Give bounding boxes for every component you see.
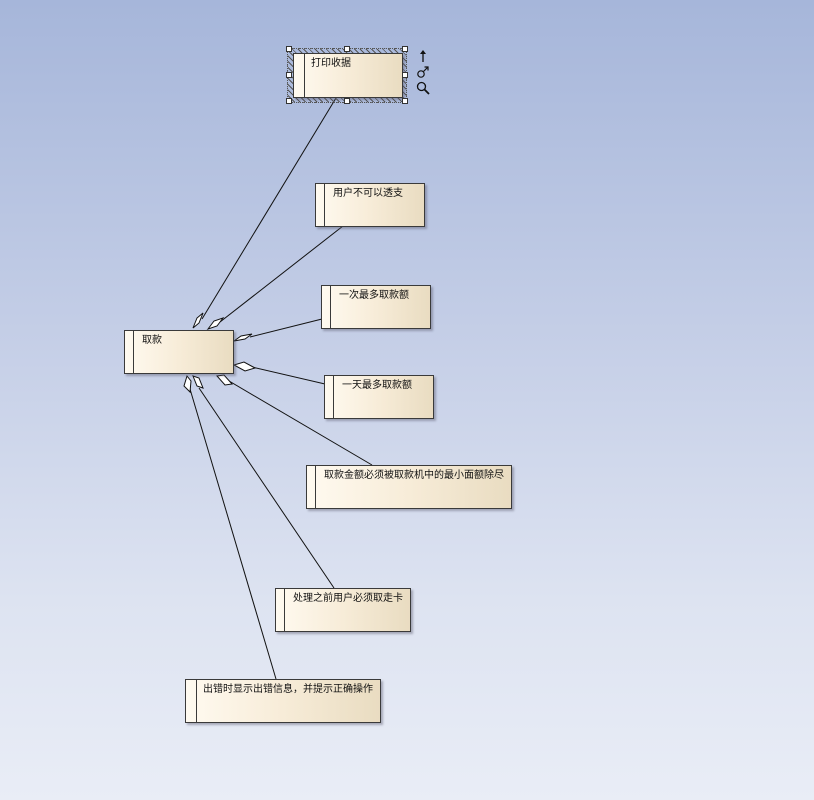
arrow-up-icon[interactable] [416,49,430,63]
connector-r7[interactable] [189,388,277,680]
connector-r2[interactable] [219,225,344,323]
requirement-label: 处理之前用户必须取走卡 [293,593,403,604]
element-bar [304,54,305,97]
requirement-r5[interactable]: 取款金额必须被取款机中的最小面额除尽 [306,465,512,509]
requirement-label: 一次最多取款额 [339,290,409,301]
requirement-r1[interactable]: 打印收据 [293,53,403,98]
requirement-r4[interactable]: 一天最多取款额 [324,375,434,419]
zoom-icon[interactable] [416,81,430,95]
connector-r1[interactable] [201,97,337,320]
requirement-label: 一天最多取款额 [342,380,412,391]
requirement-r3[interactable]: 一次最多取款额 [321,285,431,329]
resize-handle-s[interactable] [344,98,350,104]
requirement-label: 用户不可以透支 [333,188,403,199]
resize-handle-nw[interactable] [286,46,292,52]
requirement-r6[interactable]: 处理之前用户必须取走卡 [275,588,411,632]
requirement-label: 取款金额必须被取款机中的最小面额除尽 [324,470,504,481]
element-bar [330,286,331,328]
diamond-r5 [216,374,233,386]
requirement-r2[interactable]: 用户不可以透支 [315,183,425,227]
resize-handle-e[interactable] [402,72,408,78]
resize-handle-ne[interactable] [402,46,408,52]
connector-r5[interactable] [228,380,373,466]
diamond-r2 [206,317,225,330]
element-bar [196,680,197,722]
resize-handle-sw[interactable] [286,98,292,104]
central-label: 取款 [142,335,162,346]
diamond-r4 [232,361,257,372]
connector-r3[interactable] [249,318,323,338]
element-bar [333,376,334,418]
requirement-label: 打印收据 [311,58,351,69]
link-icon[interactable] [416,65,430,79]
resize-handle-se[interactable] [402,98,408,104]
element-bar [284,589,285,631]
requirement-label: 出错时显示出错信息，并提示正确操作 [203,684,373,695]
central-element[interactable]: 取款 [124,330,234,374]
resize-handle-w[interactable] [286,72,292,78]
diamond-r1 [192,312,204,329]
element-bar [315,466,316,508]
element-bar [324,184,325,226]
diamond-r3 [233,333,253,342]
diamond-r7 [183,374,192,394]
connector-r4[interactable] [251,366,326,385]
element-bar [133,331,134,373]
requirement-r7[interactable]: 出错时显示出错信息，并提示正确操作 [185,679,381,723]
connector-r6[interactable] [198,387,335,589]
diamond-r6 [192,375,204,389]
resize-handle-n[interactable] [344,46,350,52]
